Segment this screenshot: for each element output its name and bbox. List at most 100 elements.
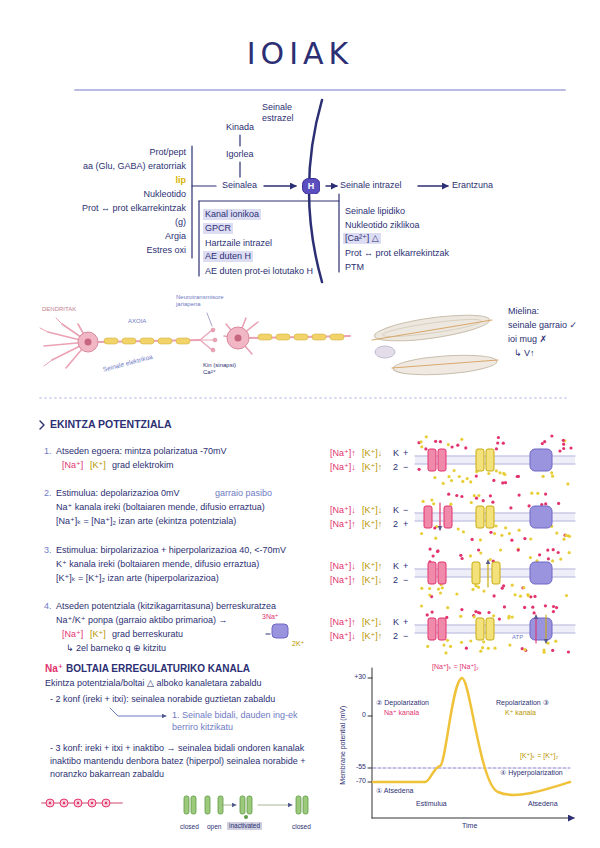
nucleus	[235, 335, 242, 342]
nucleus	[85, 339, 92, 346]
sodium-ion	[474, 610, 477, 613]
sodium-potassium-pump	[530, 449, 552, 471]
ion-flow	[545, 615, 546, 643]
sodium-ion	[475, 497, 478, 500]
soma	[78, 332, 98, 352]
sodium-ion	[557, 502, 560, 505]
side-label: K	[393, 561, 399, 572]
potassium-ion	[425, 435, 428, 438]
tick	[368, 768, 372, 769]
graph-annotation: [K⁺]ₖ = [K⁺]₂	[520, 752, 558, 760]
potassium-ion	[420, 604, 423, 607]
tick	[368, 678, 372, 679]
potassium-ion	[565, 594, 568, 597]
sodium-channel	[428, 562, 436, 584]
sodium-ion	[471, 538, 474, 541]
ion-flow	[535, 615, 536, 643]
channel-icon	[191, 796, 196, 814]
sodium-ion	[524, 649, 527, 652]
charge-sign: +	[403, 519, 408, 530]
sodium-ion	[551, 649, 554, 652]
sodium-ion	[523, 537, 526, 540]
sodium-ion	[492, 479, 495, 482]
sodium-ion	[436, 550, 439, 553]
potassium-ion	[494, 524, 497, 527]
state-label: open	[207, 823, 221, 831]
bracket	[191, 146, 192, 258]
potassium-ion	[469, 480, 472, 483]
ion-label: [Na⁺]↑	[330, 617, 356, 628]
note-text: ↳ V↑	[514, 348, 535, 359]
potassium-ion	[428, 587, 431, 590]
potassium-channel	[476, 618, 484, 640]
sodium-ion	[502, 584, 505, 587]
sodium-ion	[424, 447, 427, 450]
potassium-ion	[471, 588, 474, 591]
sodium-potassium-pump	[530, 562, 552, 584]
highlight-band: AE duten H	[203, 251, 253, 262]
channel-icon	[184, 796, 189, 814]
potassium-ion	[479, 538, 482, 541]
soma	[227, 327, 249, 349]
myelin-sheath	[176, 338, 190, 344]
potassium-ion	[444, 651, 447, 654]
potassium-ion	[481, 646, 484, 649]
potassium-channel	[476, 449, 484, 471]
bracket-stem	[192, 185, 216, 186]
step-number: 1.	[44, 446, 52, 457]
graph-annotation: ② Depolarization	[376, 699, 429, 707]
sodium-ion	[429, 548, 432, 551]
potassium-ion	[527, 594, 530, 597]
highlight-band: Kanal ionikoa	[203, 209, 261, 220]
sodium-ion	[459, 554, 462, 557]
arrow	[418, 185, 448, 186]
potassium-ion	[455, 592, 458, 595]
potassium-ion	[446, 639, 449, 642]
node-text: [Ca²⁺] △	[345, 233, 379, 244]
sodium-channel	[424, 506, 432, 528]
potassium-ion	[447, 475, 450, 478]
signal-term: Seinale estrazel	[262, 102, 314, 124]
channel-icon	[296, 796, 301, 814]
sodium-ion	[439, 440, 442, 443]
sodium-channel	[428, 618, 436, 640]
ion-label: [K⁺]↓	[362, 448, 382, 459]
potassium-ion	[511, 584, 514, 587]
ion-label: [Na⁺]	[62, 460, 83, 471]
signal-source: Argia	[165, 231, 186, 242]
potassium-ion	[493, 532, 496, 535]
potassium-ion	[457, 527, 460, 530]
ion-label: [Na⁺]↑	[330, 575, 356, 586]
step-text: Na⁺/K⁺ ponpa (garraio aktibo primarioa) …	[56, 615, 228, 626]
sodium-ion	[436, 549, 439, 552]
channel-icon	[303, 796, 308, 814]
potassium-channel	[492, 562, 500, 584]
ion-label: [K⁺]↑	[362, 462, 382, 473]
part-name: Seinale elektrikoa	[102, 353, 154, 374]
channel-icon	[247, 796, 252, 814]
ion-flow	[439, 503, 440, 530]
signal-term: Seinalea	[222, 180, 257, 191]
state-label: closed	[292, 823, 311, 831]
ion-label: [Na⁺]↓	[330, 462, 356, 473]
myelin-sheath	[140, 338, 154, 344]
step-number: 2.	[44, 488, 52, 499]
sodium-ion	[493, 594, 496, 597]
potassium-ion	[482, 590, 485, 593]
sodium-ion	[538, 553, 541, 556]
ion-label: 2K⁺	[292, 640, 304, 648]
myelin-sheath	[330, 334, 344, 340]
ion-label: [K⁺]	[90, 629, 106, 640]
side-label: 2	[393, 575, 398, 586]
graph-annotation: Repolarization ③	[496, 699, 549, 707]
ion-label: [K⁺]↑	[362, 631, 382, 642]
sodium-ion	[498, 618, 501, 621]
side-label: 2	[393, 631, 398, 642]
side-label: K	[393, 505, 399, 516]
potassium-ion	[493, 647, 496, 650]
ion-label: [K⁺]	[90, 460, 106, 471]
sodium-ion	[495, 447, 498, 450]
second-messenger: Prot ↔ prot elkarrekintzak	[345, 248, 449, 259]
step-text: Atseden egoera: mintza polarizatua -70mV	[56, 446, 227, 457]
potassium-ion	[555, 532, 558, 535]
